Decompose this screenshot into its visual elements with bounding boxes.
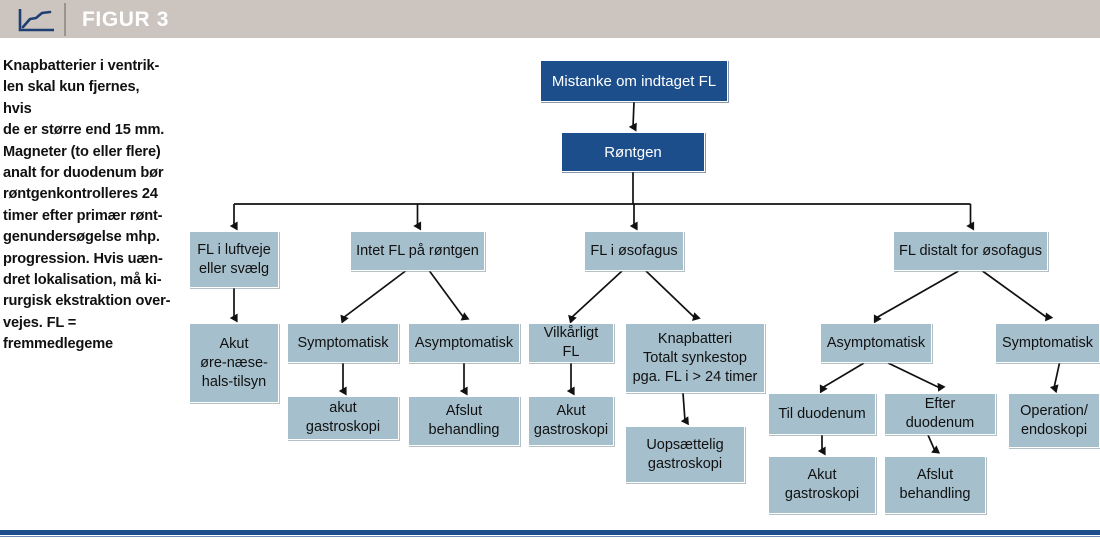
caption-line: len skal kun fjernes, hvis [3,79,140,117]
flow-edge [568,270,623,324]
caption-line: progression. Hvis uæn- [3,250,163,267]
flow-node-label: Vilkårligt FL [543,325,599,360]
flow-node-n0: Mistanke om indtaget FL [540,60,728,102]
flow-edge [982,270,1054,322]
flow-node-n3: Intet FL på røntgen [350,231,485,271]
flow-node-n11: Asymptomatisk [820,323,932,363]
flow-node-n9: Vilkårligt FL [528,323,614,363]
flow-node-label: Røntgen [604,143,662,161]
flow-edge [873,270,959,324]
flow-node-n8: Asymptomatisk [408,323,520,363]
flow-node-label: Asymptomatisk [414,334,514,351]
flow-node-label: Intet FL på røntgen [356,242,479,259]
flow-edge [428,270,470,321]
caption-line: røntgenkontrolleres 24 [3,186,158,203]
flow-node-n12: Symptomatisk [995,323,1100,363]
flow-node-n4: FL i øsofagus [584,231,684,271]
caption-line: timer efter primær rønt- [3,207,163,224]
flow-node-n13: akut gastroskopi [287,396,399,440]
figure-header-bar: FIGUR 3 [0,0,1100,38]
flow-node-label: akut gastroskopi [305,400,381,435]
figure-caption: Knapbatterier i ventrik-len skal kun fje… [3,56,171,356]
flow-edge [887,362,946,392]
flow-node-label: Symptomatisk [297,334,389,351]
flow-edge [927,434,941,454]
caption-line: fremmedlegeme [3,336,113,353]
flow-node-n7: Symptomatisk [287,323,399,363]
caption-line: analt for duodenum bør [3,165,164,182]
caption-line: de er større end 15 mm. [3,122,165,139]
bottom-rule [0,530,1100,535]
flow-edge [340,270,407,324]
flow-edge [819,362,865,394]
flow-node-label: Operation/endoskopi [1020,402,1088,438]
flow-node-n19: Operation/endoskopi [1008,393,1100,448]
flow-node-label: Mistanke om indtaget FL [551,72,717,90]
flow-node-label: Til duodenum [778,405,866,422]
flow-node-label: FL distalt for øsofagus [899,242,1042,259]
flow-edge [680,392,689,426]
caption-line: Knapbatterier i ventrik- [3,58,160,74]
flow-node-n5: FL distalt for øsofagus [893,231,1048,271]
caption-line: genundersøgelse mhp. [3,229,160,246]
flow-node-label: FL i øsofagus [590,242,678,259]
caption-line: Magneter (to eller flere) [3,143,161,160]
flow-edge [645,270,701,322]
flow-node-n18: Efter duodenum [884,393,996,435]
flow-node-n17: Til duodenum [768,393,876,435]
flow-node-n1: Røntgen [561,132,705,172]
flow-node-label: Asymptomatisk [826,334,926,351]
header-divider [64,3,66,36]
caption-line: dret lokalisation, må ki- [3,272,162,289]
figure-title: FIGUR 3 [82,8,170,31]
line-chart-icon [18,9,54,32]
flow-node-label: Efter duodenum [905,396,975,431]
flow-node-label: Symptomatisk [1001,334,1094,351]
bottom-rule-thin [0,536,1100,537]
caption-line: rurgisk ekstraktion over- [3,293,171,310]
flow-edge [1049,362,1061,394]
caption-line: vejes. FL = [3,314,77,331]
flow-edge [628,101,637,132]
